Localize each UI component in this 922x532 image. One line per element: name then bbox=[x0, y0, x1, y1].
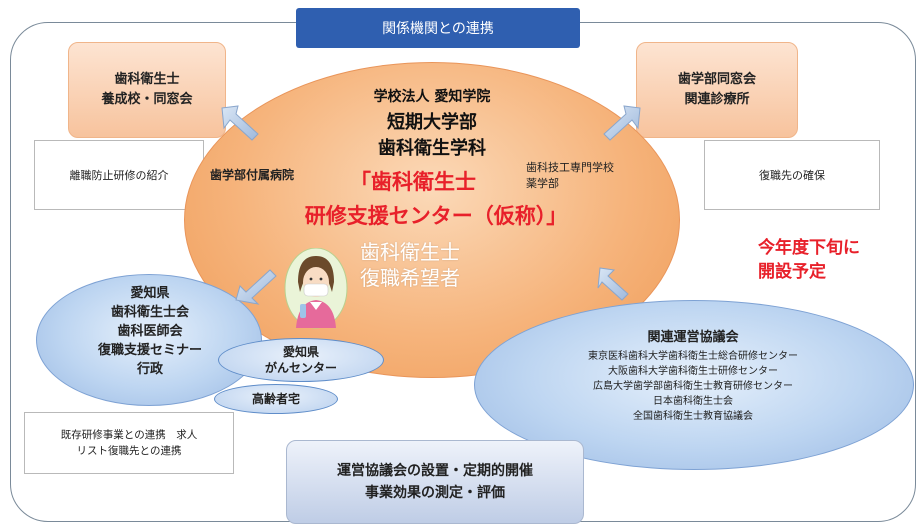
announcement-line-2: 開設予定 bbox=[758, 262, 826, 282]
council-item: 全国歯科衛生士教育協議会 bbox=[633, 411, 753, 422]
center-side-left: 歯学部付属病院 bbox=[210, 168, 295, 182]
note-existing-training: 既存研修事業との連携 求人 リスト復職先との連携 bbox=[24, 412, 234, 474]
council-text: 関連運営協議会 東京医科歯科大学歯科衛生士総合研修センター 大阪歯科大学歯科衛生… bbox=[520, 326, 866, 424]
aichi-line-4: 復職支援セミナー bbox=[97, 343, 202, 358]
council-item: 東京医科歯科大学歯科衛生士総合研修センター bbox=[588, 351, 798, 362]
dental-alumni-line-1: 歯学部同窓会 bbox=[677, 72, 756, 87]
center-line-1: 学校法人 愛知学院 bbox=[373, 89, 491, 105]
note-existing-line-2: リスト復職先との連携 bbox=[76, 445, 182, 457]
steering-line-1: 運営協議会の設置・定期的開催 bbox=[337, 463, 533, 479]
center-side-right-2: 薬学部 bbox=[526, 177, 559, 190]
cancer-center-line-2: がんセンター bbox=[264, 361, 337, 375]
dental-alumni-line-2: 関連診療所 bbox=[684, 92, 750, 107]
aichi-line-2: 歯科衛生士会 bbox=[110, 305, 189, 320]
cancer-center-line-1: 愛知県 bbox=[282, 345, 319, 359]
aichi-text: 愛知県 歯科衛生士会 歯科医師会 復職支援セミナー 行政 bbox=[60, 284, 240, 379]
center-line-3: 歯科衛生学科 bbox=[378, 138, 486, 159]
top-banner: 関係機関との連携 bbox=[296, 8, 580, 48]
school-alumni-line-2: 養成校・同窓会 bbox=[101, 92, 193, 107]
center-side-right: 歯科技工専門学校 薬学部 bbox=[526, 160, 666, 192]
target-line-1: 歯科衛生士 bbox=[360, 240, 460, 264]
aichi-line-3: 歯科医師会 bbox=[117, 324, 183, 339]
council-item: 大阪歯科大学歯科衛生士研修センター bbox=[608, 366, 778, 377]
aichi-line-1: 愛知県 bbox=[130, 286, 170, 301]
council-title: 関連運営協議会 bbox=[647, 330, 739, 345]
steering-council-box: 運営協議会の設置・定期的開催 事業効果の測定・評価 bbox=[286, 440, 584, 524]
school-alumni-line-1: 歯科衛生士 bbox=[114, 72, 180, 87]
dental-alumni-box: 歯学部同窓会 関連診療所 bbox=[636, 42, 798, 138]
center-name-line-2: 研修支援センター（仮称）」 bbox=[304, 204, 568, 228]
note-existing-line-1: 既存研修事業との連携 求人 bbox=[60, 429, 198, 441]
elderly-home-pill: 高齢者宅 bbox=[214, 384, 338, 414]
aichi-line-5: 行政 bbox=[136, 362, 163, 377]
cancer-center-pill: 愛知県 がんセンター bbox=[218, 338, 384, 382]
note-reemployment: 復職先の確保 bbox=[704, 140, 880, 210]
announcement: 今年度下旬に 開設予定 bbox=[758, 236, 918, 284]
announcement-line-1: 今年度下旬に bbox=[758, 238, 860, 258]
council-item: 日本歯科衛生士会 bbox=[653, 396, 733, 407]
center-line-2: 短期大学部 bbox=[387, 112, 477, 133]
target-line-2: 復職希望者 bbox=[360, 266, 460, 290]
hygienist-illustration bbox=[284, 247, 348, 330]
center-name-line-1: 「歯科衛生士 bbox=[350, 170, 476, 194]
steering-line-2: 事業効果の測定・評価 bbox=[365, 485, 505, 501]
council-item: 広島大学歯学部歯科衛生士教育研修センター bbox=[593, 381, 793, 392]
school-alumni-box: 歯科衛生士 養成校・同窓会 bbox=[68, 42, 226, 138]
note-retention-training: 離職防止研修の紹介 bbox=[34, 140, 204, 210]
center-side-right-1: 歯科技工専門学校 bbox=[526, 161, 614, 174]
